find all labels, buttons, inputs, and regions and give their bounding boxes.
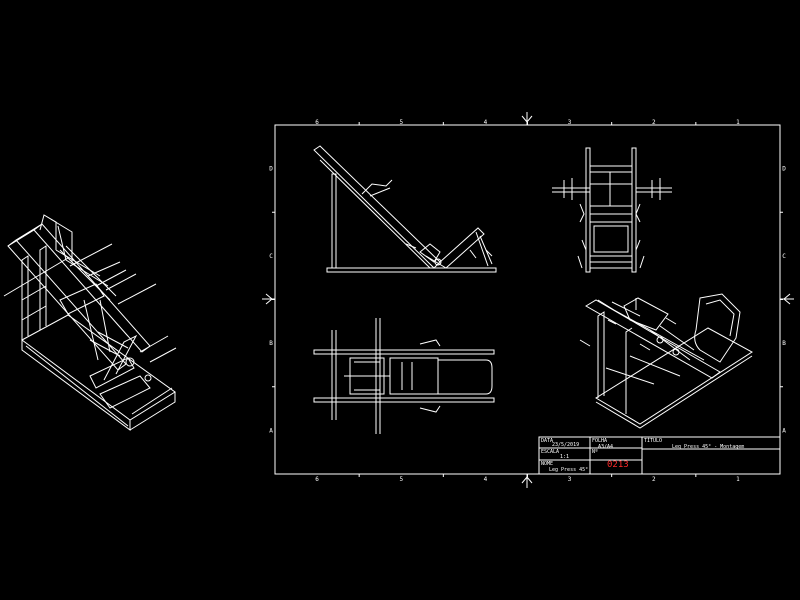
centering-marks [262,112,794,488]
isometric-model-view[interactable] [3,214,177,431]
number-label: Nº [592,449,598,455]
column-zone-label: 5 [399,476,403,483]
column-zone-label: 4 [484,476,488,483]
column-zone-label: 3 [568,476,572,483]
column-zone-label: 4 [484,119,488,126]
front-elevation-view[interactable] [552,147,672,273]
title-block [538,436,781,475]
date-label: DATA [541,438,553,444]
drawing-number: 0213 [607,460,629,470]
sheet-value: A3/A4 [598,444,613,450]
scale-value: 1:1 [560,454,569,460]
column-zone-label: 6 [315,476,319,483]
column-zone-label: 6 [315,119,319,126]
title-block-text: DATA 23/5/2019 ESCALA 1:1 NOME Leg Press… [541,436,744,473]
scale-label: ESCALA [541,449,559,455]
column-zone-label: 3 [568,119,572,126]
name-label: NOME [541,461,553,467]
name-value: Leg Press 45° [549,467,588,473]
row-zone-label: A [269,427,273,434]
plan-view[interactable] [313,318,495,434]
date-value: 23/5/2019 [552,442,579,448]
title-label: TÍTULO [644,436,662,444]
column-zone-label: 1 [736,476,740,483]
column-zone-label: 2 [652,476,656,483]
title-value: Leg Press 45° - Montagem [672,444,744,450]
row-zone-label: B [269,340,273,347]
column-zone-label: 5 [399,119,403,126]
row-zone-label: A [782,427,786,434]
row-zone-label: D [269,166,273,173]
side-elevation-view[interactable] [313,145,497,273]
column-zone-label: 2 [652,119,656,126]
row-zone-label: C [782,253,786,260]
isometric-sheet-view[interactable] [579,293,753,429]
row-zone-label: B [782,340,786,347]
sheet-label: FOLHA [592,438,607,444]
row-zone-label: C [269,253,273,260]
column-zone-label: 1 [736,119,740,126]
row-zone-label: D [782,166,786,173]
